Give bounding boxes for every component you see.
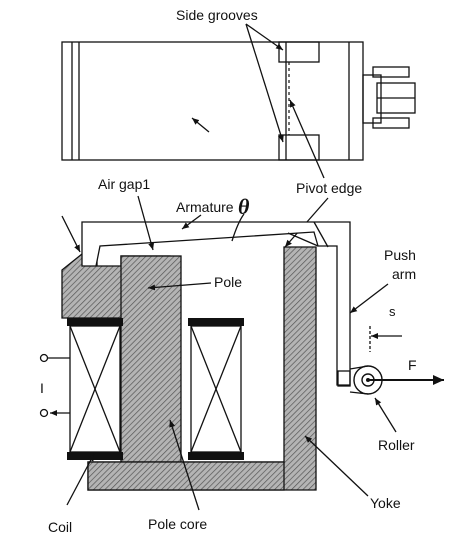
roller-lugs [362, 66, 416, 129]
label-arm: arm [392, 266, 416, 282]
armature-top-view [61, 41, 416, 161]
side-groove-bottom [278, 134, 320, 161]
label-theta: θ [238, 194, 250, 219]
coil-terminals [39, 353, 70, 418]
label-yoke: Yoke [370, 495, 401, 511]
label-pivot-edge: Pivot edge [296, 180, 362, 196]
coil-left [67, 318, 123, 460]
label-pole-core: Pole core [148, 516, 207, 532]
pole-core [120, 255, 182, 463]
label-pole: Pole [214, 274, 242, 290]
side-groove-top [278, 41, 320, 63]
label-armature: Armature [176, 199, 234, 215]
label-I: I [40, 380, 44, 396]
label-side-grooves: Side grooves [176, 7, 258, 23]
label-F: F [408, 357, 417, 373]
coil-right [188, 318, 244, 460]
label-coil: Coil [48, 519, 72, 535]
label-push: Push [384, 247, 416, 263]
armature-plate-outline [61, 41, 364, 161]
label-s: s [389, 304, 396, 319]
label-air-gap1: Air gap1 [98, 176, 150, 192]
base-left [87, 461, 285, 491]
label-roller: Roller [378, 437, 415, 453]
